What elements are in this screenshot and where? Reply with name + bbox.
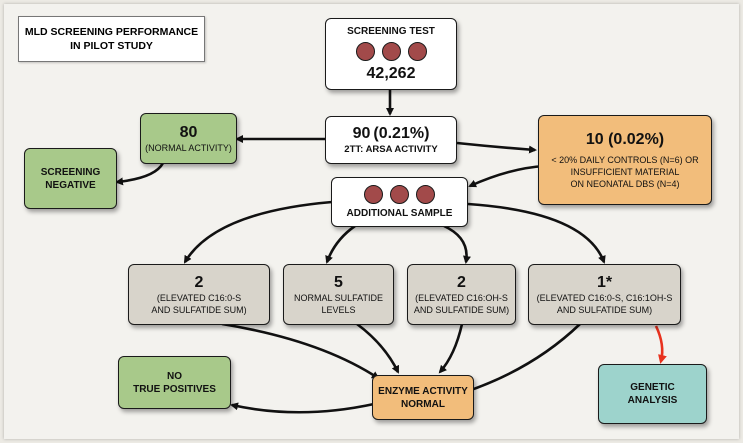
title-line1: MLD SCREENING PERFORMANCE bbox=[24, 26, 199, 38]
diagram-title: MLD SCREENING PERFORMANCE IN PILOT STUDY bbox=[18, 16, 205, 62]
result-box-3: 2 (ELEVATED C16:OH-S AND SULFATIDE SUM) bbox=[407, 264, 516, 325]
result-3-count: 2 bbox=[457, 274, 466, 291]
additional-sample-box: ADDITIONAL SAMPLE bbox=[331, 177, 468, 227]
additional-sample-dots bbox=[364, 184, 435, 204]
result-box-2: 5 NORMAL SULFATIDE LEVELS bbox=[283, 264, 394, 325]
result-box-4: 1* (ELEVATED C16:0-S, C16:1OH-S AND SULF… bbox=[528, 264, 681, 325]
result-1-line2: AND SULFATIDE SUM) bbox=[151, 305, 247, 315]
second-tier-test-box: 90 (0.21%) 2TT: ARSA ACTIVITY bbox=[325, 116, 457, 164]
result-1-count: 2 bbox=[194, 274, 204, 291]
result-1-line1: (ELEVATED C16:0-S bbox=[156, 293, 242, 303]
normal-activity-label: (NORMAL ACTIVITY) bbox=[145, 143, 232, 153]
second-tier-percent: (0.21%) bbox=[373, 125, 430, 142]
second-tier-label: 2TT: ARSA ACTIVITY bbox=[344, 144, 438, 155]
sample-dot-icon bbox=[407, 42, 427, 61]
sample-dot-icon bbox=[381, 42, 401, 61]
sample-dot-icon bbox=[364, 184, 383, 204]
second-tier-count-row: 90 (0.21%) bbox=[353, 124, 430, 143]
screening-test-label: SCREENING TEST bbox=[347, 26, 435, 37]
normal-activity-box: 80 (NORMAL ACTIVITY) bbox=[140, 113, 237, 164]
insufficient-line3: ON NEONATAL DBS (N=4) bbox=[570, 179, 680, 189]
normal-activity-count: 80 bbox=[179, 124, 198, 141]
sample-dot-icon bbox=[355, 42, 375, 61]
result-4-count: 1* bbox=[596, 274, 613, 291]
screening-negative-line1: SCREENING bbox=[40, 166, 101, 178]
title-line2: IN PILOT STUDY bbox=[70, 40, 153, 52]
insufficient-line1: < 20% DAILY CONTROLS (N=6) OR bbox=[551, 155, 699, 165]
second-tier-count: 90 bbox=[352, 125, 371, 142]
result-3-line1: (ELEVATED C16:OH-S bbox=[415, 293, 508, 303]
sample-dot-icon bbox=[416, 184, 435, 204]
result-box-1: 2 (ELEVATED C16:0-S AND SULFATIDE SUM) bbox=[128, 264, 270, 325]
result-4-line1: (ELEVATED C16:0-S, C16:1OH-S bbox=[536, 293, 673, 303]
no-true-positives-box: NO TRUE POSITIVES bbox=[118, 356, 231, 409]
screening-test-count: 42,262 bbox=[366, 65, 416, 82]
insufficient-box: 10 (0.02%) < 20% DAILY CONTROLS (N=6) OR… bbox=[538, 115, 712, 205]
screening-test-box: SCREENING TEST 42,262 bbox=[325, 18, 457, 90]
enzyme-normal-box: ENZYME ACTIVITY NORMAL bbox=[372, 375, 474, 420]
result-2-line2: LEVELS bbox=[321, 305, 356, 315]
sample-dots bbox=[355, 42, 427, 61]
result-2-line1: NORMAL SULFATIDE bbox=[293, 293, 383, 303]
enzyme-normal-line1: ENZYME ACTIVITY bbox=[378, 385, 468, 397]
result-3-line2: AND SULFATIDE SUM) bbox=[413, 305, 510, 315]
no-true-positives-line1: NO bbox=[167, 370, 182, 382]
enzyme-normal-line2: NORMAL bbox=[401, 398, 445, 410]
genetic-analysis-box: GENETIC ANALYSIS bbox=[598, 364, 707, 424]
sample-dot-icon bbox=[390, 184, 409, 204]
genetic-analysis-line2: ANALYSIS bbox=[627, 395, 678, 406]
result-4-line2: AND SULFATIDE SUM) bbox=[556, 305, 653, 315]
screening-negative-box: SCREENING NEGATIVE bbox=[24, 148, 117, 209]
result-2-count: 5 bbox=[334, 274, 343, 291]
screening-negative-line2: NEGATIVE bbox=[45, 179, 96, 191]
insufficient-count: 10 (0.02%) bbox=[585, 131, 665, 148]
additional-sample-label: ADDITIONAL SAMPLE bbox=[346, 207, 453, 219]
no-true-positives-line2: TRUE POSITIVES bbox=[133, 383, 216, 395]
insufficient-line2: INSUFFICIENT MATERIAL bbox=[570, 167, 680, 177]
genetic-analysis-line1: GENETIC bbox=[630, 382, 675, 393]
